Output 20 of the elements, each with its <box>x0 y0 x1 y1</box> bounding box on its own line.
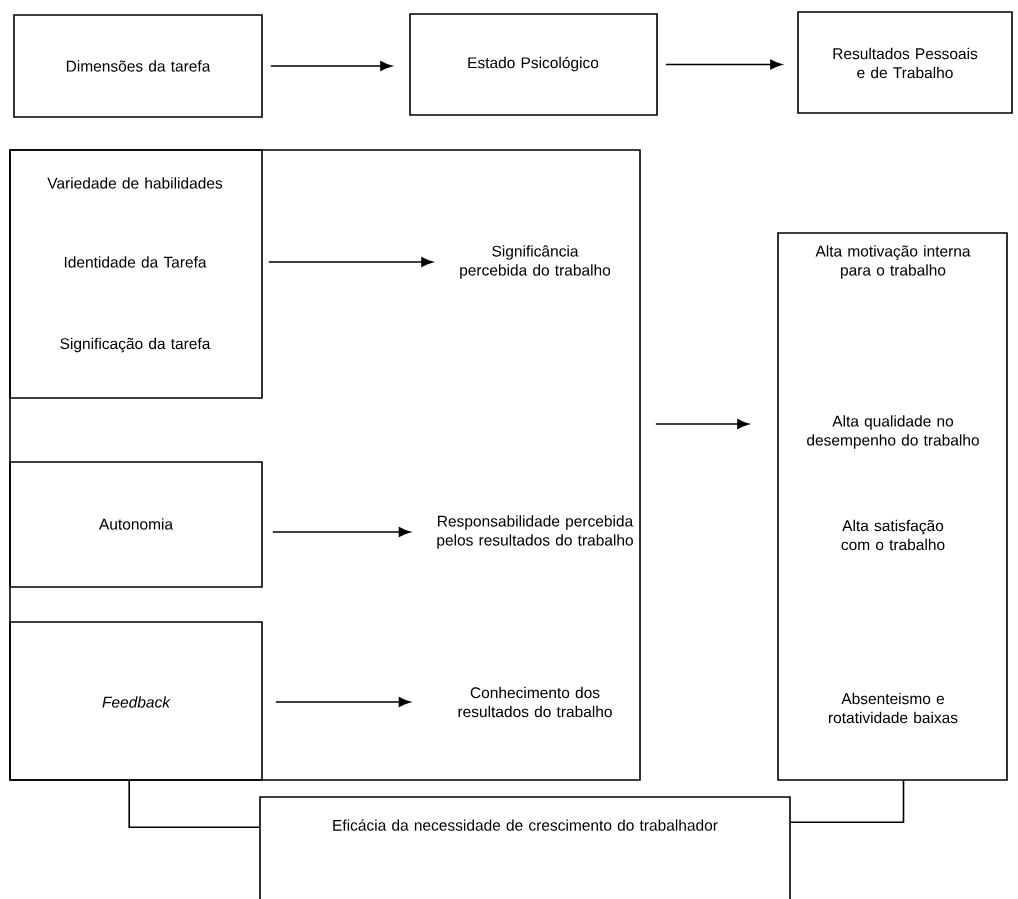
connector-line <box>790 780 905 823</box>
state-text: Significância percebida do trabalho <box>460 245 611 279</box>
process-box: Resultados Pessoais e de Trabalho <box>797 11 1013 114</box>
arrow <box>275 697 411 707</box>
arrow <box>270 61 392 71</box>
process-box: Eficácia da necessidade de crescimento do trabalhador <box>259 796 791 899</box>
state-text: Conhecimento dos resultados do trabalho <box>458 686 612 718</box>
arrow <box>665 59 782 70</box>
process-box: Autonomia <box>9 461 263 588</box>
process-box: Feedback <box>9 621 263 781</box>
connector-line <box>128 780 260 828</box>
arrow <box>268 257 433 267</box>
arrow <box>272 527 411 537</box>
outcome-box: Alta motivação interna para o trabalho Alta qualidade no desempenho do trabalho Alta satisfação com o trabalho Absenteismo e rotatividade baixas <box>777 232 1008 781</box>
group-box <box>9 149 641 781</box>
arrow <box>655 419 749 429</box>
process-box: Dimensões da tarefa <box>13 14 263 118</box>
process-box: Estado Psicológico <box>409 13 658 116</box>
state-text: Responsabilidade percebida pelos resultados do trabalho <box>437 515 634 549</box>
process-box: Variedade de habilidades Identidade da Tarefa Significação da tarefa <box>9 149 263 399</box>
